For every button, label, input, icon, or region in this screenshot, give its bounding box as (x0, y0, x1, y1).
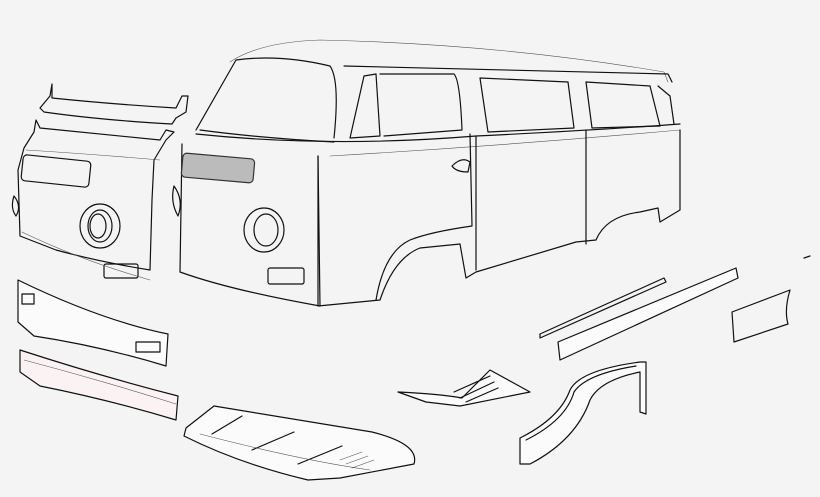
wheel-arch-panel (519, 361, 647, 465)
rear-corner-panel (731, 289, 791, 343)
front-apron-lower (19, 349, 179, 421)
floor-pan-section (183, 405, 416, 481)
front-apron-upper (17, 279, 169, 367)
front-nose-panel (11, 119, 175, 281)
rocker-panel (557, 267, 739, 361)
cab-floor-section (397, 369, 531, 407)
roof-front-section (39, 83, 189, 125)
bus-body (172, 39, 681, 307)
sill-strip-inner (539, 277, 667, 339)
